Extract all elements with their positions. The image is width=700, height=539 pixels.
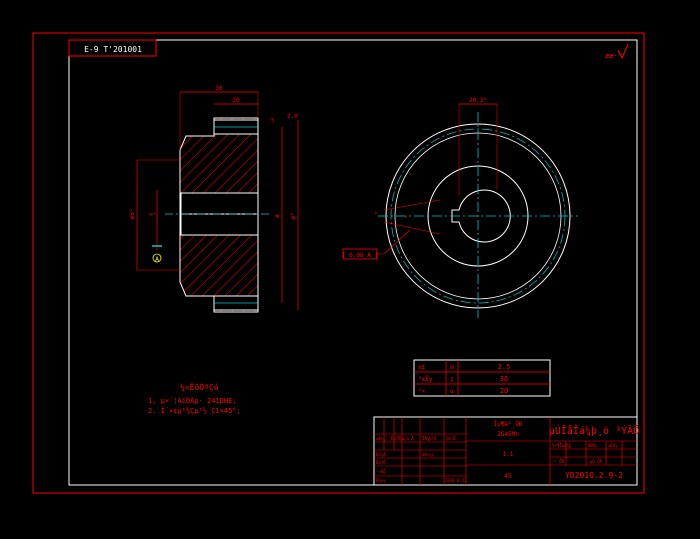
roughness-symbol-icon: [617, 43, 629, 60]
tb-sheet: 45: [504, 473, 512, 480]
tb-cell: ´¦Êý: [386, 436, 396, 441]
dim-pitch-dia: ø: [274, 214, 281, 218]
dim-keyway-depth: 20.3⁰: [469, 97, 487, 104]
technical-notes: ¼«ËõÒªÇó 1. µ×´¦ÀíÒÀµ· 241DHE; 2. Î´×¢µ¹…: [148, 381, 241, 415]
tb-date: 2010-6-22: [445, 478, 467, 483]
tb-cell: ±ÈÀý: [608, 443, 618, 448]
note-line: 1. µ×´¦ÀíÒÀµ· 241DHE;: [148, 396, 237, 405]
tb-scale: 1:1: [503, 451, 514, 458]
front-view: 20.3⁰ ² ³ [ 0.06 A ]: [342, 97, 578, 318]
tb-material-grade: ZG45Mn: [497, 431, 519, 438]
tb-cell: Åú×¼: [376, 478, 386, 484]
tb-drawing-number: YD2010.2.9-2: [565, 471, 623, 480]
part-number-text: E-9 T'201001: [84, 45, 142, 54]
tb-cell: Éè¼Æ: [376, 452, 386, 458]
dim-key-height: ³: [404, 215, 408, 222]
note-line: 2. Î´×¢µ¹½Çµ¹½ C1×45°;: [148, 406, 241, 415]
bore-keyway: [451, 189, 511, 243]
tb-cell: ¸ü¸Ä: [404, 436, 414, 441]
tb-material: Îµ¶à¹¸ÓÐ: [494, 421, 523, 428]
roughness-corner-text: ææ·⁵: [605, 52, 622, 60]
tb-cell: ÖØÁ¿: [588, 443, 598, 448]
tb-cell: ·ÖÇø: [395, 436, 405, 441]
tb-cell: Ç©×Ö: [446, 436, 456, 441]
part-number-box: [68, 39, 157, 57]
gear-parameter-table: ±£ m 2.5 ³xÊy z 36 ²× α 20: [413, 359, 551, 397]
dim-key-width: ²: [374, 211, 378, 218]
param-label: ²×: [418, 388, 426, 395]
param-label: ³xÊy: [418, 375, 433, 383]
dim-face-width: 20: [232, 97, 240, 104]
title-block: ±ê¼Ç ´¦Êý ·ÖÇø ¸ü¸Ä ÎÄ¼þºÅ Ç©×Ö Éè¼Æ Éóº…: [373, 416, 639, 486]
dim-bore-dia: ½: [149, 212, 156, 216]
tb-cell: ±ê×¼»¯: [422, 452, 436, 458]
section-view: 36 20 ½ 2.0 ø ø³ ø±² ½ A: [129, 85, 299, 313]
dim-outer-dia: ø³: [290, 212, 297, 219]
param-value: 2.5: [498, 363, 511, 371]
tb-cell: ½×¶Î±ê¼Ç: [552, 443, 572, 449]
param-value: 36: [500, 375, 508, 383]
dim-roughness-top: ½: [271, 117, 275, 124]
param-label: ±£: [418, 364, 426, 371]
dim-hub-dia: ø±²: [129, 209, 136, 220]
param-symbol: z: [450, 376, 454, 383]
dim-chamfer: 2.0: [287, 113, 298, 120]
notes-title: ¼«ËõÒªÇó: [180, 381, 219, 392]
datum-a-label: A: [155, 256, 159, 263]
param-symbol: m: [450, 364, 454, 371]
inner-frame: [68, 39, 638, 486]
outer-border: [32, 32, 645, 494]
tb-cell: µÚ ÕÅ: [590, 459, 603, 464]
param-symbol: α: [450, 388, 454, 395]
param-value: 20: [500, 387, 508, 395]
tb-drawing-title: µÚÎåÎá¼þ¸ö ³ÝÂÖ: [549, 424, 639, 437]
tb-cell: ¹¤ÒÕ: [376, 469, 386, 474]
gdt-tolerance-text: [ 0.06 A ]: [342, 252, 378, 259]
dim-width-total: 36: [215, 85, 223, 92]
tb-cell: ±ê¼Ç: [376, 436, 386, 442]
tb-cell: ÉóºË: [376, 460, 386, 465]
tb-cell: ÎÄ¼þºÅ: [422, 436, 437, 442]
tb-cell: ¹² ÕÅ: [552, 459, 565, 464]
